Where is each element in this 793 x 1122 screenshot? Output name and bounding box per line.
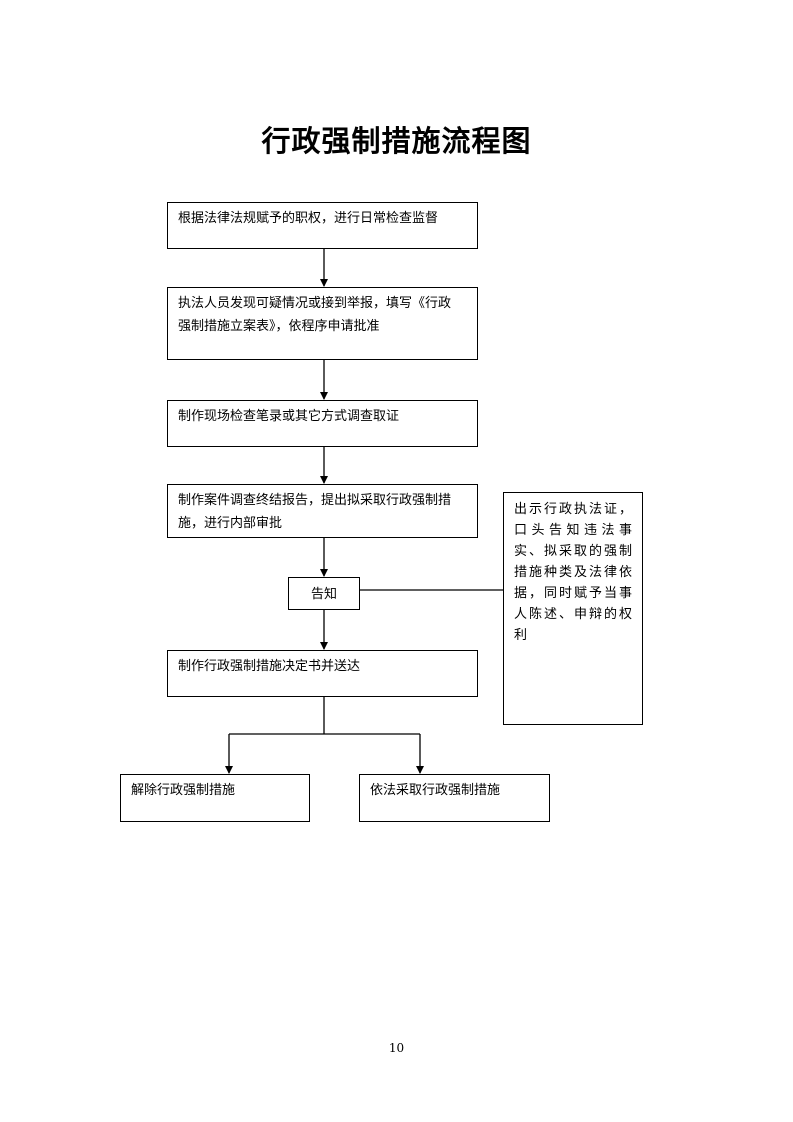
note-text: 出示行政执法证， <box>514 502 632 517</box>
note-text: 措施种类及法律依 <box>514 565 632 580</box>
step-notify: 告知 <box>288 577 360 610</box>
outcome-text: 依法采取行政强制措施 <box>370 783 501 798</box>
page-title: 行政强制措施流程图 <box>261 124 532 158</box>
page-number: 10 <box>388 1041 405 1055</box>
step-case-filing: 执法人员发现可疑情况或接到举报，填写《行政 强制措施立案表》，依程序申请批准 <box>167 287 478 360</box>
note-text: 实、拟采取的强制 <box>514 544 632 559</box>
step-text: 强制措施立案表》，依程序申请批准 <box>178 319 380 334</box>
outcome-text: 解除行政强制措施 <box>131 783 236 798</box>
step-text: 执法人员发现可疑情况或接到举报，填写《行政 <box>178 296 452 311</box>
step-text: 根据法律法规赋予的职权，进行日常检查监督 <box>178 211 439 226</box>
note-text: 利 <box>514 628 528 643</box>
notify-note: 出示行政执法证， 口头告知违法事 实、拟采取的强制 措施种类及法律依 据，同时赋… <box>503 492 643 725</box>
step-text: 制作现场检查笔录或其它方式调查取证 <box>178 409 400 424</box>
outcome-release-measures: 解除行政强制措施 <box>120 774 310 822</box>
step-daily-inspection: 根据法律法规赋予的职权，进行日常检查监督 <box>167 202 478 249</box>
outcome-apply-measures: 依法采取行政强制措施 <box>359 774 550 822</box>
step-decision-delivery: 制作行政强制措施决定书并送达 <box>167 650 478 697</box>
step-evidence-collection: 制作现场检查笔录或其它方式调查取证 <box>167 400 478 447</box>
step-investigation-report: 制作案件调查终结报告，提出拟采取行政强制措 施，进行内部审批 <box>167 484 478 538</box>
step-text: 告知 <box>310 587 337 602</box>
step-text: 制作行政强制措施决定书并送达 <box>178 659 361 674</box>
step-text: 制作案件调查终结报告，提出拟采取行政强制措 <box>178 493 452 508</box>
step-text: 施，进行内部审批 <box>178 516 283 531</box>
note-text: 口头告知违法事 <box>514 523 632 538</box>
note-text: 据，同时赋予当事 <box>514 586 632 601</box>
note-text: 人陈述、申辩的权 <box>514 607 632 622</box>
